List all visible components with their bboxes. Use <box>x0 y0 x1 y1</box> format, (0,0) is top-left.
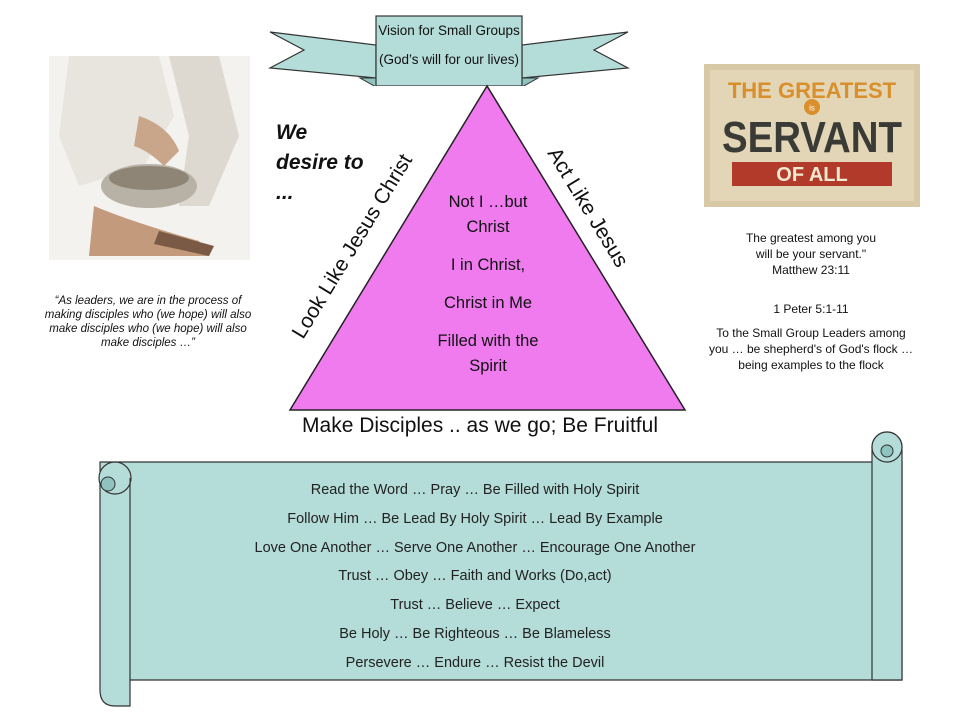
scroll-line-1: Read the Word … Pray … Be Filled with Ho… <box>310 482 640 498</box>
desire-heading: We desire to ... <box>276 118 396 208</box>
triangle-inner-text: Not I …but Christ I in Christ, Christ in… <box>396 190 580 379</box>
image-line-1: THE GREATEST <box>728 78 897 103</box>
inner-line-3: I in Christ, <box>450 256 526 274</box>
image-line-3: OF ALL <box>776 164 847 186</box>
vision-triangle: Look Like Jesus Christ Act Like Jesus <box>288 84 687 411</box>
inner-line-2: Christ <box>466 218 510 236</box>
peter-reference: 1 Peter 5:1-11 <box>773 302 849 316</box>
scroll-line-6: Be Holy … Be Righteous … Be Blameless <box>339 625 611 642</box>
inner-line-6: Spirit <box>469 357 507 375</box>
inner-line-4: Christ in Me <box>443 294 533 312</box>
banner-main <box>375 15 523 86</box>
banner-left-tail <box>268 31 377 79</box>
image-line-2: SERVANT <box>722 113 902 162</box>
inner-line-5: Filled with the <box>437 332 539 350</box>
servant-quote: The greatest among you will be your serv… <box>706 230 916 278</box>
desire-line-2: desire to <box>276 151 364 174</box>
scroll-text: Read the Word … Pray … Be Filled with Ho… <box>180 476 770 678</box>
servant-quote-text: The greatest among you will be your serv… <box>745 231 877 261</box>
scroll-line-3: Love One Another … Serve One Another … E… <box>254 539 696 556</box>
desire-line-1: We <box>276 121 308 144</box>
banner-subtitle: (God’s will for our lives) <box>379 52 519 67</box>
triangle-shape <box>288 84 687 411</box>
leaders-quote: “As leaders, we are in the process of ma… <box>44 295 252 349</box>
image-badge-text: is <box>809 104 815 113</box>
greatest-servant-image: THE GREATEST is SERVANT OF ALL <box>704 64 920 207</box>
leaders-shepherd-text: To the Small Group Leaders among you … b… <box>708 326 914 372</box>
is-badge <box>804 99 820 115</box>
servant-quote-ref: Matthew 23:11 <box>772 263 850 277</box>
scroll-line-5: Trust … Believe … Expect <box>390 597 560 614</box>
base-label: Make Disciples .. as we go; Be Fruitful <box>302 414 658 437</box>
of-all-ribbon <box>732 162 892 186</box>
banner-right-tail <box>521 31 630 79</box>
scroll-line-4: Trust … Obey … Faith and Works (Do,act) <box>338 568 612 585</box>
scroll-line-7: Persevere … Endure … Resist the Devil <box>345 654 605 671</box>
inner-line-1: Not I …but <box>448 193 528 211</box>
scroll-line-2: Follow Him … Be Lead By Holy Spirit … Le… <box>287 510 663 527</box>
banner-title: Vision for Small Groups <box>378 23 520 38</box>
desire-line-3: ... <box>276 181 294 204</box>
foot-washing-image <box>49 56 250 260</box>
title-banner: Vision for Small Groups (God’s will for … <box>268 15 630 86</box>
